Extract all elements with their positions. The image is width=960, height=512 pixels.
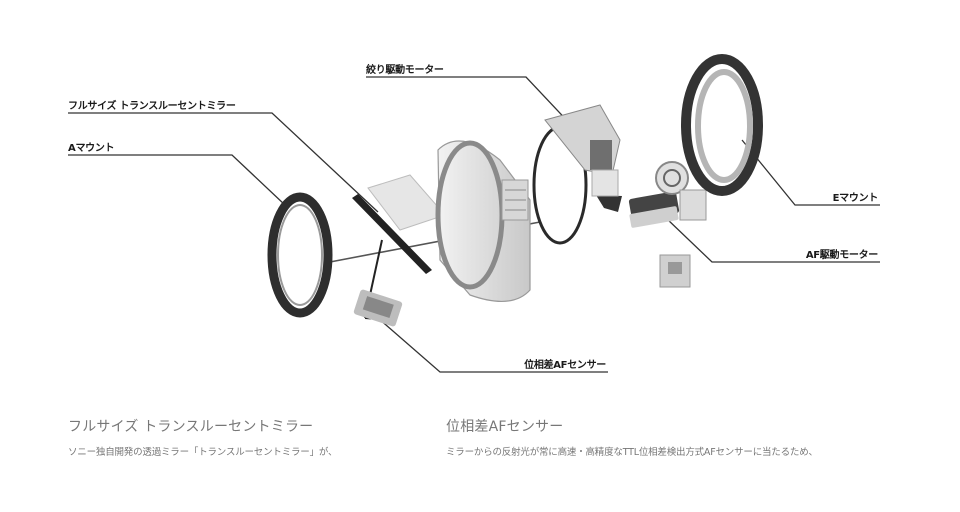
label-phase-detection-af-sensor: 位相差AFセンサー bbox=[524, 360, 606, 371]
label-e-mount: Eマウント bbox=[832, 193, 879, 204]
e-mount-ring bbox=[681, 54, 763, 196]
phase-af-sensor bbox=[353, 289, 403, 327]
label-aperture-drive-motor: 絞り駆動モーター bbox=[366, 65, 444, 76]
translucent-mirror bbox=[352, 174, 446, 274]
diagram-artwork bbox=[68, 54, 880, 373]
label-af-drive-motor: AF駆動モーター bbox=[805, 250, 878, 261]
caption-body: ソニー独自開発の透過ミラー「トランスルーセントミラー」が、 bbox=[68, 447, 338, 458]
exploded-lens-adapter-diagram: フルサイズ トランスルーセントミラー Aマウント 絞り駆動モーター Eマウント … bbox=[68, 54, 880, 373]
aperture-drive-unit bbox=[532, 104, 622, 245]
caption-body: ミラーからの反射光が常に高速・高精度なTTL位相差検出方式AFセンサーに当たるた… bbox=[446, 447, 818, 458]
label-fullsize-translucent-mirror: フルサイズ トランスルーセントミラー bbox=[68, 101, 236, 112]
af-drive-motor bbox=[628, 161, 707, 288]
label-a-mount: Aマウント bbox=[68, 143, 115, 154]
a-mount-ring bbox=[267, 192, 333, 318]
leader-lines bbox=[68, 76, 880, 373]
caption-title: フルサイズ トランスルーセントミラー bbox=[68, 419, 314, 435]
caption-title: 位相差AFセンサー bbox=[446, 419, 564, 435]
caption-phase-af-sensor: 位相差AFセンサー ミラーからの反射光が常に高速・高精度なTTL位相差検出方式A… bbox=[446, 416, 818, 458]
caption-translucent-mirror: フルサイズ トランスルーセントミラー ソニー独自開発の透過ミラー「トランスルーセ… bbox=[68, 416, 338, 458]
mirror-box-frame bbox=[435, 140, 531, 303]
